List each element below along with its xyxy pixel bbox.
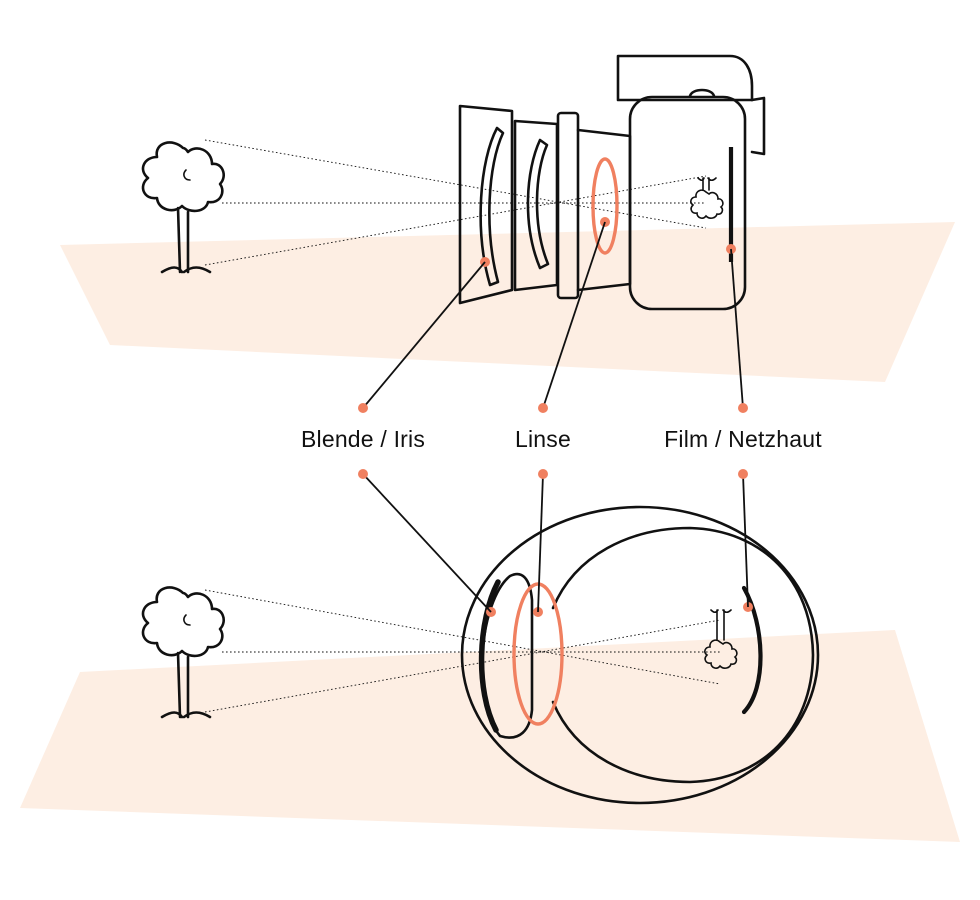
camera-lens-end-dot <box>538 403 548 413</box>
camera-aperture-leader <box>362 261 486 409</box>
eye-iris-end-dot <box>358 469 368 479</box>
camera-aperture-end-dot <box>358 403 368 413</box>
eye-icon <box>460 505 820 805</box>
eye-lens-leader <box>537 473 544 613</box>
eye-lens-highlight <box>512 582 564 726</box>
camera-lens-highlight <box>591 157 619 255</box>
camera-ground-plane <box>60 222 955 382</box>
eye-iris-leader <box>362 473 492 613</box>
eye-retina-end-dot <box>738 469 748 479</box>
lens-label: Linse <box>515 426 571 452</box>
camera-icon <box>458 54 766 311</box>
aperture-iris-label: Blende / Iris <box>300 426 426 452</box>
camera-film-leader <box>730 248 744 409</box>
camera-light-rays <box>204 139 707 266</box>
eye-lens-end-dot <box>538 469 548 479</box>
eye-retina-leader <box>742 473 749 608</box>
film-retina-label: Film / Netzhaut <box>664 426 822 452</box>
camera-lens-leader <box>542 221 606 409</box>
camera-film-end-dot <box>738 403 748 413</box>
